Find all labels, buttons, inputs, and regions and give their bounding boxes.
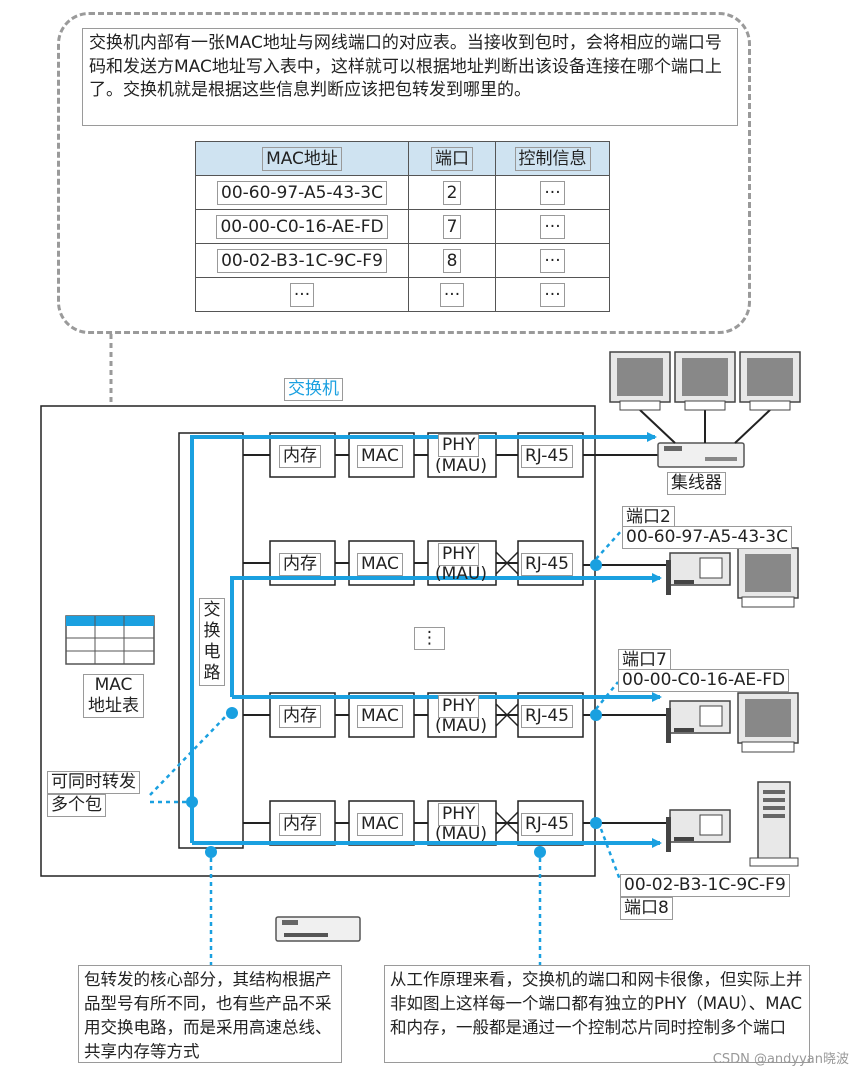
mac-address-table: MAC地址 端口 控制信息 00-60-97-A5-43-3C 2 ··· 00… [195,141,610,312]
header-control: 控制信息 [514,146,591,171]
port7-mac: 00-00-C0-16-AE-FD [618,669,790,692]
header-port: 端口 [431,146,473,171]
multi-forward-line2: 多个包 [47,794,106,817]
cell-port: 2 [442,180,462,205]
table-row: 00-00-C0-16-AE-FD 7 ··· [195,209,610,244]
mac-table-label-line1: MAC [94,675,133,695]
rj45-label: RJ-45 [521,553,573,576]
mac-label: MAC [357,705,403,728]
switch-device-icon [275,916,361,942]
memory-label: 内存 [279,445,321,468]
phy-label: PHY [438,803,480,826]
phy-label: PHY [438,434,480,457]
port8-label: 端口8 [620,897,673,920]
watermark: CSDN @andyyan晓波 [712,1052,849,1067]
cell-port: 7 [442,214,462,239]
switch-label: 交换机 [284,378,343,401]
mac-table-label-line2: 地址表 [88,696,139,716]
nic-pc-port2 [666,547,799,608]
rj45-label: RJ-45 [521,813,573,836]
port7-label: 端口7 [618,649,671,672]
cell-port: 8 [442,248,462,273]
nic-pc-port7 [666,692,799,753]
hub-label: 集线器 [667,472,726,495]
mac-table-icon [65,615,155,665]
table-row: 00-60-97-A5-43-3C 2 ··· [195,175,610,210]
nic-server-port8 [666,781,799,867]
phy-label: PHY [438,695,480,718]
table-header-row: MAC地址 端口 控制信息 [195,141,610,176]
monitor-icon [609,351,801,411]
mac-table-callout [57,12,751,334]
port8-mac: 00-02-B3-1C-9C-F9 [620,874,790,897]
mau-label: (MAU) [435,456,488,476]
mau-label: (MAU) [435,564,488,584]
header-mac: MAC地址 [262,146,342,171]
bottom-right-note: 从工作原理来看，交换机的端口和网卡很像，但实际上并非如图上这样每一个端口都有独立… [384,965,810,1063]
port2-mac: 00-60-97-A5-43-3C [622,526,792,549]
mau-label: (MAU) [435,824,488,844]
bottom-left-note: 包转发的核心部分，其结构根据产品型号有所不同，也有些产品不采用交换电路，而是采用… [78,965,342,1063]
top-note: 交换机内部有一张MAC地址与网线端口的对应表。当接收到包时，会将相应的端口号码和… [82,28,738,126]
dotted-leaders [149,529,623,965]
mau-label: (MAU) [435,716,488,736]
connection-dots [186,559,602,858]
mac-table-label: MAC 地址表 [83,674,144,718]
cell-mac: ··· [289,282,315,307]
table-row: 00-02-B3-1C-9C-F9 8 ··· [195,243,610,278]
cell-control: ··· [540,248,565,273]
table-row: ··· ··· ··· [195,277,610,312]
mac-label: MAC [357,553,403,576]
cell-control: ··· [540,214,565,239]
memory-label: 内存 [279,813,321,836]
hub-icon [639,409,771,468]
memory-label: 内存 [279,705,321,728]
mac-label: MAC [357,445,403,468]
more-ports-ellipsis: ⋮ [414,627,445,650]
cell-mac: 00-00-C0-16-AE-FD [216,214,388,239]
cell-port: ··· [439,282,465,307]
memory-label: 内存 [279,553,321,576]
phy-label: PHY [438,543,480,566]
cell-mac: 00-60-97-A5-43-3C [217,180,387,205]
rj45-label: RJ-45 [521,445,573,468]
cell-control: ··· [540,282,565,307]
switch-circuit-label: 交换电路 [199,598,225,686]
cell-mac: 00-02-B3-1C-9C-F9 [217,248,387,273]
cell-control: ··· [540,180,565,205]
rj45-label: RJ-45 [521,705,573,728]
mac-label: MAC [357,813,403,836]
multi-forward-line1: 可同时转发 [47,771,140,794]
